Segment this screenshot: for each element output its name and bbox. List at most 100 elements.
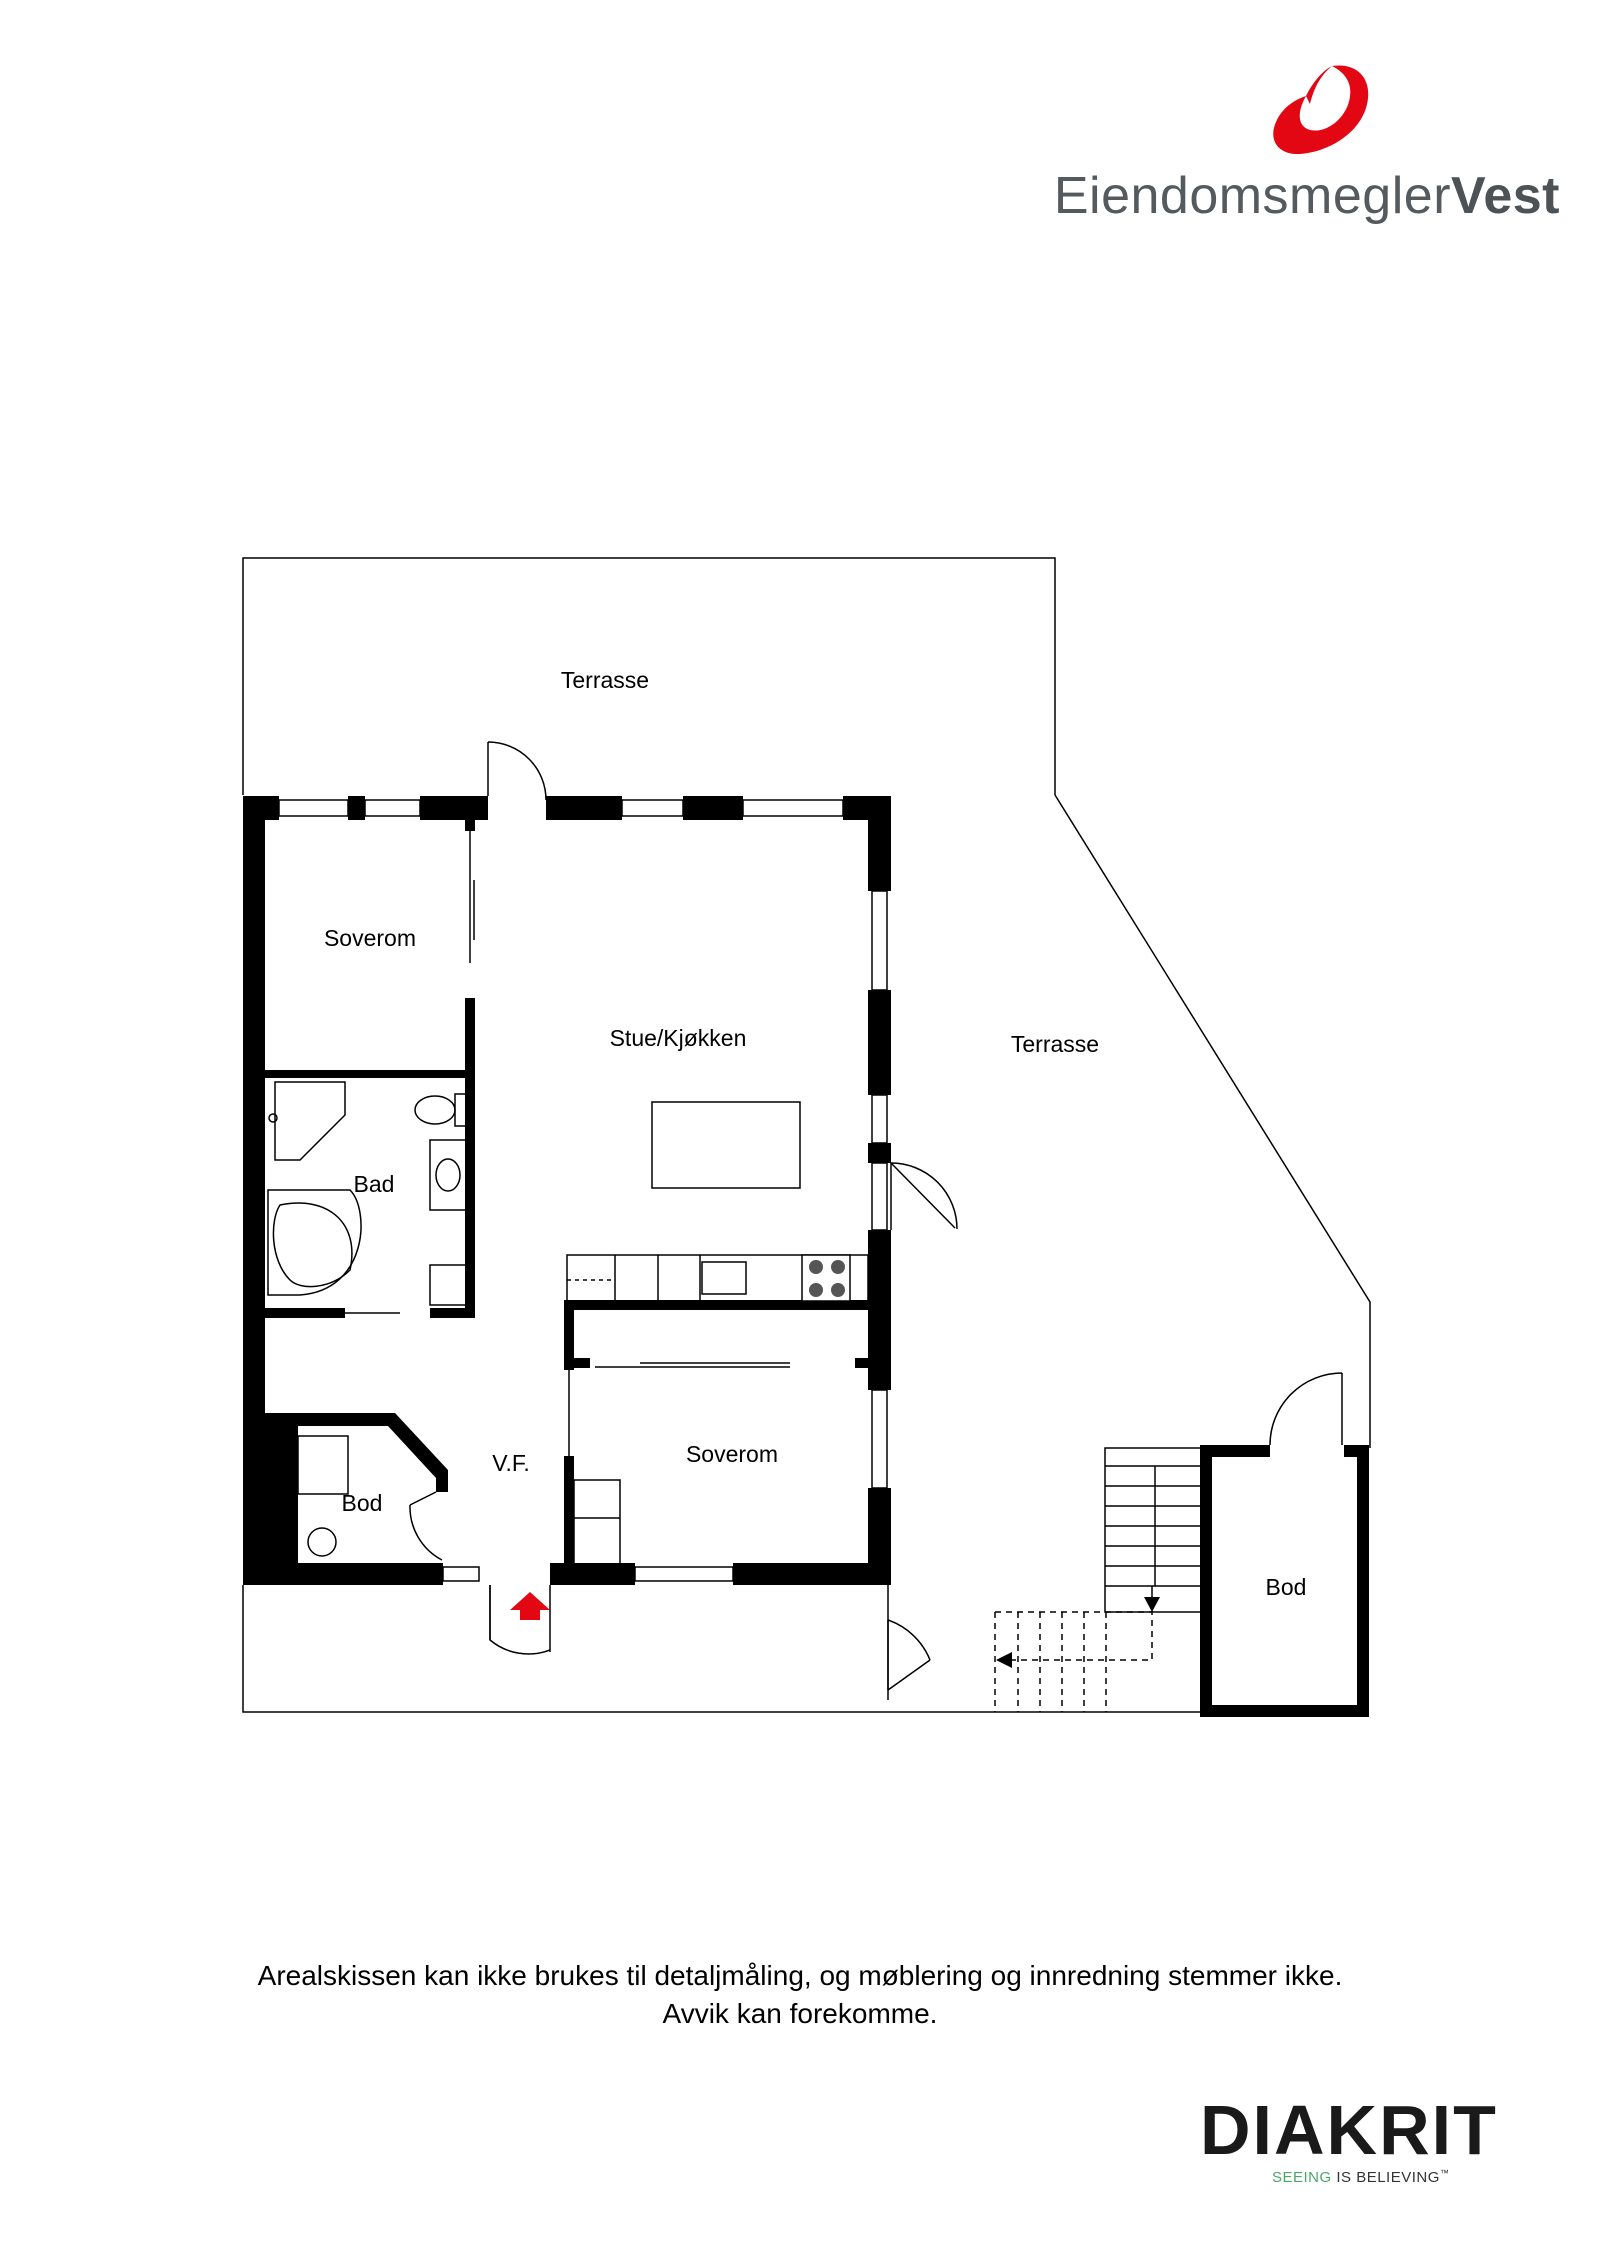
kitchen-sink	[701, 1261, 747, 1295]
bathtub-basin	[272, 1202, 353, 1288]
burner-4	[831, 1283, 845, 1297]
stairs	[994, 1447, 1206, 1712]
brand-name-bold: Vest	[1451, 167, 1560, 225]
washer	[429, 1264, 467, 1306]
wall-east-c	[868, 1143, 891, 1163]
door-south-east-leaf	[887, 1659, 931, 1691]
room-label-stue-kjokken: Stue/Kjøkken	[610, 1025, 747, 1051]
wall-soverom2-top	[564, 1300, 868, 1310]
brand-logo: EiendomsmeglerVest	[1054, 60, 1560, 230]
window-n1	[278, 799, 349, 817]
corner-bathtub	[267, 1189, 362, 1296]
outdoor-bod-walls	[1200, 1445, 1369, 1717]
room-label-bad: Bad	[354, 1171, 395, 1197]
entrance-arrow-icon	[510, 1592, 550, 1620]
bod2-wall-west	[1200, 1445, 1212, 1717]
wall-bod-angled	[265, 1413, 448, 1492]
wall-bod-thick	[243, 1413, 298, 1585]
room-label-terrasse-top: Terrasse	[561, 667, 649, 693]
brand-name-regular: Eiendomsmegler	[1053, 167, 1452, 225]
tagline-dark: IS BELIEVING	[1336, 2169, 1440, 2186]
disclaimer-line-2: Avvik kan forekomme.	[662, 1998, 938, 2029]
window-e1	[871, 890, 888, 991]
shower-corner	[274, 1081, 346, 1161]
room-label-vf: V.F.	[492, 1450, 530, 1476]
soverom2-wardrobe	[573, 1479, 621, 1567]
door-terrace-top-swing	[487, 741, 547, 801]
bod-shelf	[297, 1435, 349, 1495]
door-entrance-swing	[489, 1585, 551, 1655]
wall-bad-top	[265, 1070, 473, 1078]
kitchen-island	[651, 1101, 801, 1189]
wall-east-e	[868, 1488, 891, 1585]
brand-name: EiendomsmeglerVest	[1054, 166, 1560, 226]
wall-north-d	[546, 796, 622, 820]
toilet-bowl	[414, 1095, 456, 1125]
terrace-right-outline	[1054, 794, 1371, 1448]
wall-bad-bottom-a	[265, 1308, 345, 1318]
stair-arrow-down	[1144, 1597, 1160, 1612]
wall-south-c	[733, 1563, 891, 1585]
window-e5	[871, 1162, 888, 1231]
room-label-bod-1: Bod	[342, 1490, 383, 1516]
shower-head	[268, 1113, 278, 1123]
diakrit-logo: DIAKRIT SEEING IS BELIEVING™	[1200, 2090, 1500, 2190]
bod2-door	[1269, 1372, 1343, 1446]
disclaimer: Arealskissen kan ikke brukes til detaljm…	[0, 1957, 1600, 2033]
exterior-walls	[243, 796, 891, 1585]
bod-fixtures	[297, 1435, 621, 1567]
doors	[345, 741, 958, 1691]
window-n2	[364, 799, 421, 817]
bathroom-fixtures	[267, 1081, 468, 1306]
window-e4	[871, 1389, 888, 1489]
room-label-soverom-1: Soverom	[324, 925, 416, 951]
door-east-swing	[890, 1162, 958, 1230]
wall-east-b	[868, 990, 891, 1095]
room-label-soverom-2: Soverom	[686, 1441, 778, 1467]
door-bod-leaf	[409, 1491, 437, 1506]
disclaimer-line-1: Arealskissen kan ikke brukes til detaljm…	[257, 1960, 1343, 1991]
door-south-east-swing	[887, 1619, 931, 1661]
window-e2	[871, 1094, 888, 1144]
bod2-wall-east	[1357, 1445, 1369, 1717]
bod-water-heater	[307, 1527, 337, 1557]
burner-1	[809, 1260, 823, 1274]
wall-north-a	[243, 796, 279, 820]
wall-north-c	[420, 796, 488, 820]
wall-soverom2-west-b	[564, 1456, 574, 1566]
bod2-wall-north-b	[1344, 1445, 1369, 1457]
burner-3	[809, 1283, 823, 1297]
room-label-terrasse-right: Terrasse	[1011, 1031, 1099, 1057]
wall-soverom2-stub-b	[855, 1358, 868, 1368]
door-east-leaf	[890, 1162, 956, 1229]
diakrit-tagline: SEEING IS BELIEVING™	[1272, 2168, 1449, 2186]
bod2-wall-south	[1200, 1705, 1369, 1717]
stairs-dashed-path	[995, 1611, 1153, 1661]
wall-soverom-stub	[465, 815, 475, 831]
door-bod-swing	[409, 1504, 443, 1561]
bod2-wall-north-a	[1200, 1445, 1270, 1457]
toilet-tank	[454, 1093, 468, 1127]
wall-bad-bottom-b	[430, 1308, 475, 1318]
stair-arrow-left	[996, 1652, 1012, 1668]
wall-east-d	[868, 1230, 891, 1390]
wall-east-a	[868, 796, 891, 891]
cooktop	[801, 1254, 851, 1302]
windows	[278, 799, 888, 1582]
swoosh-leaf-icon	[1273, 65, 1369, 155]
room-label-bod-2: Bod	[1266, 1574, 1307, 1600]
burner-2	[831, 1260, 845, 1274]
window-s1	[634, 1566, 734, 1582]
bod2-door-swing	[1269, 1372, 1343, 1446]
stairs-lower-dashed	[994, 1611, 1153, 1712]
window-n3	[621, 799, 684, 817]
kitchen-counter	[566, 1254, 869, 1302]
wall-soverom2-stub-a	[574, 1358, 590, 1368]
terrace-top-outline	[242, 557, 1056, 795]
diakrit-wordmark: DIAKRIT	[1200, 2091, 1498, 2169]
trademark-mark: ™	[1439, 2168, 1450, 2178]
wall-soverom-bad-east	[465, 998, 475, 1318]
window-n4	[742, 799, 844, 817]
tagline-green: SEEING	[1272, 2169, 1332, 2186]
